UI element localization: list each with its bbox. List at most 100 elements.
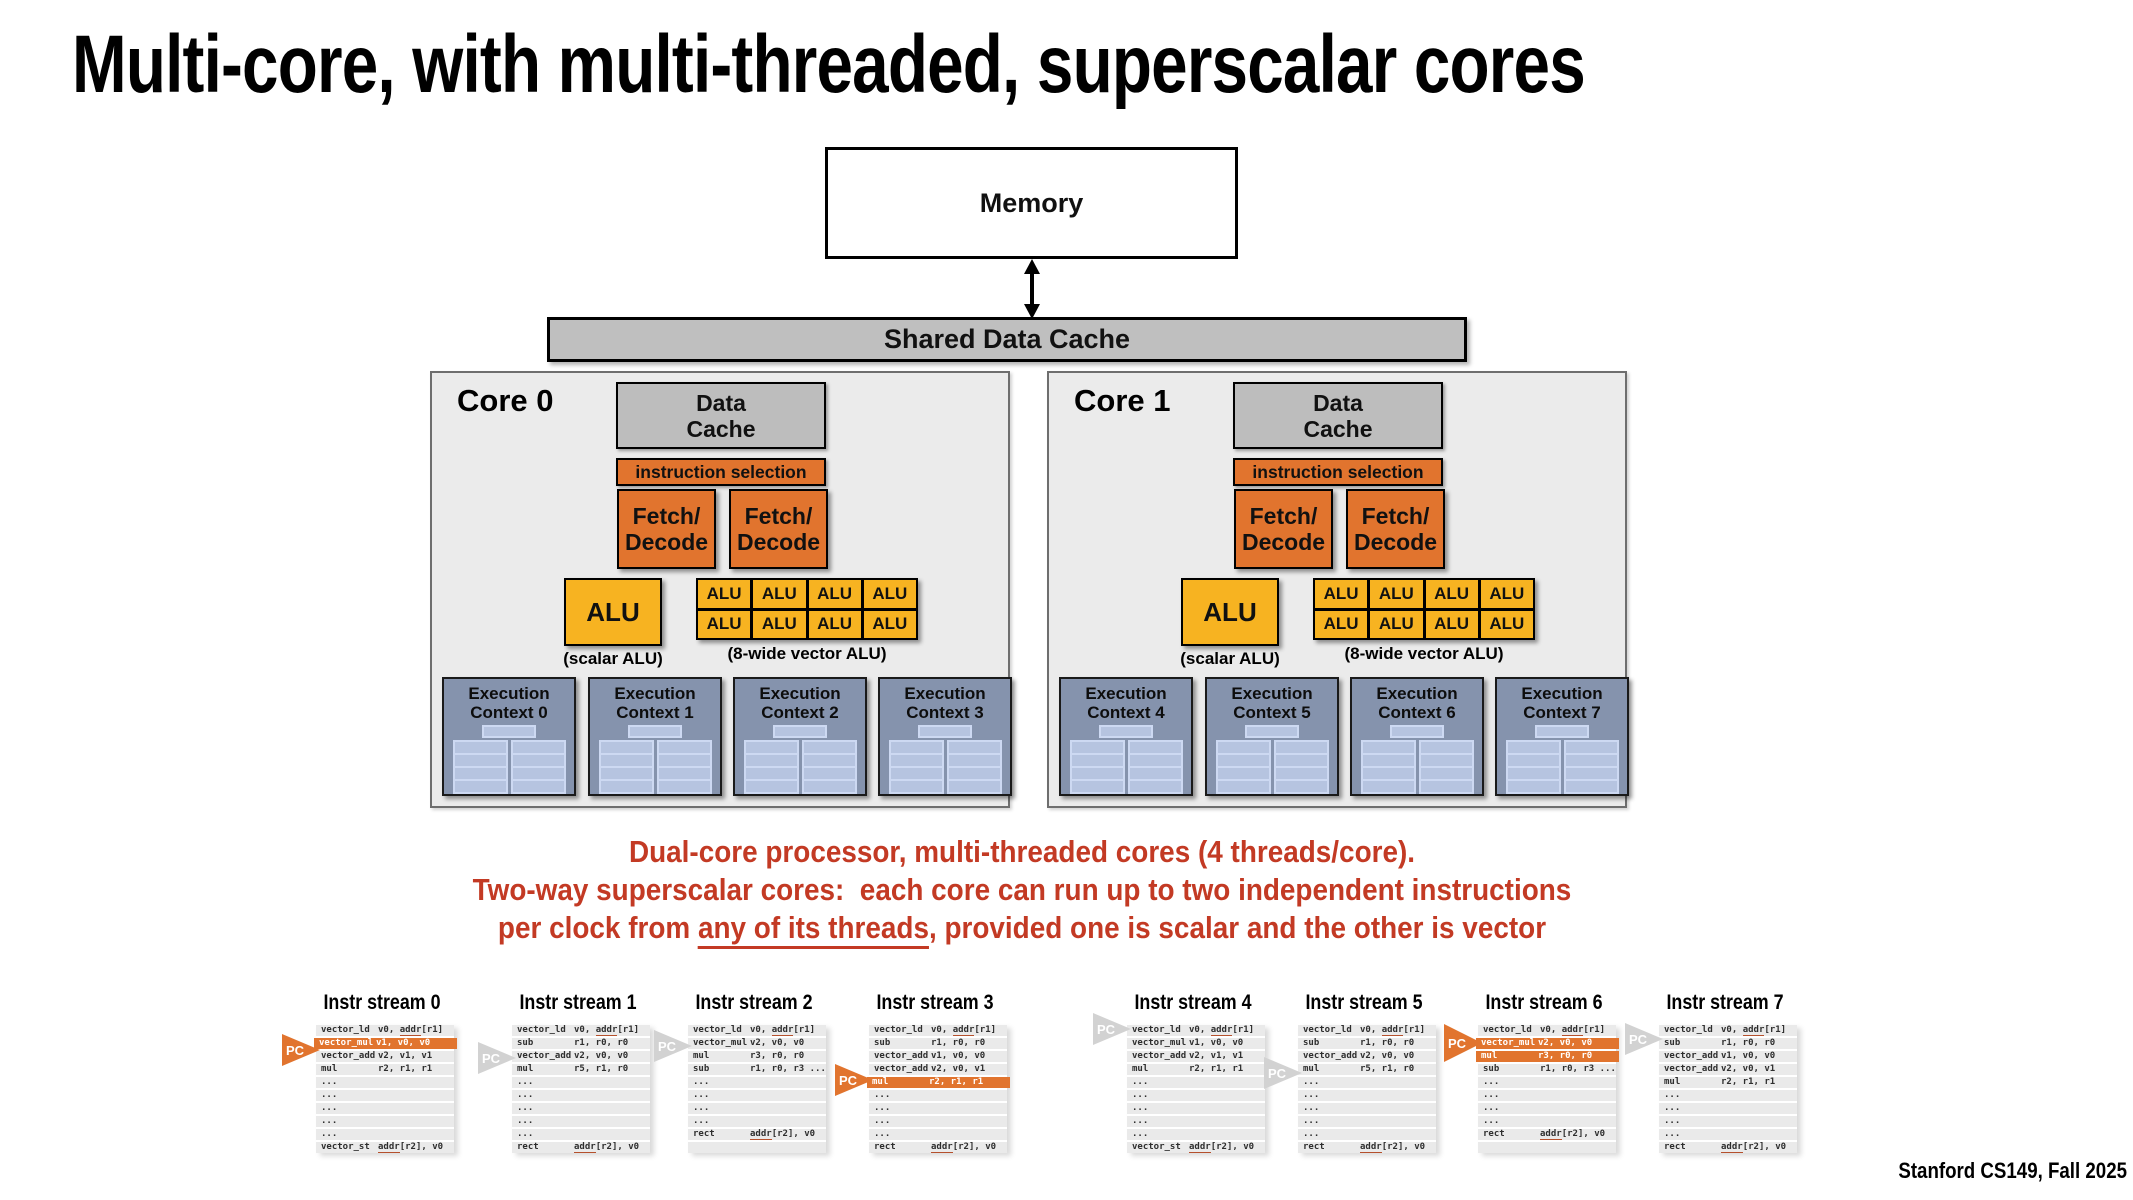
register-file-column [1360, 740, 1416, 794]
vector-alu-cell: ALU [808, 580, 861, 608]
instr-opcode: rect [517, 1142, 539, 1152]
fetch-decode-label-line: Fetch/ [632, 503, 701, 529]
caption-underlined-phrase: any of its threads [697, 910, 929, 949]
instr-row: ... [1659, 1103, 1797, 1114]
instr-row: rect addr[r2], v0 [512, 1142, 650, 1153]
instr-operands: v1, v0, v0 [1721, 1051, 1776, 1061]
register-file-column [743, 740, 799, 794]
instr-operands: v2, v0, v1 [1721, 1064, 1776, 1074]
instr-operands: addr[r2], v0 [574, 1142, 640, 1153]
instruction-selection-bar: instruction selection [1233, 458, 1443, 486]
instr-opcode: ... [1303, 1129, 1320, 1139]
instr-opcode: vector_add [1664, 1051, 1719, 1061]
pc-marker: PC [1093, 1013, 1131, 1045]
instr-row: ... [869, 1129, 1007, 1140]
instr-row: ... [512, 1090, 650, 1101]
instr-operands: v0, addr[r1] [931, 1025, 997, 1036]
instr-opcode: ... [1303, 1103, 1320, 1113]
instr-operands: v0, addr[r1] [1540, 1025, 1606, 1036]
instr-opcode: vector_add [517, 1051, 572, 1061]
instr-opcode: ... [321, 1090, 338, 1100]
instr-opcode: vector_ld [1132, 1025, 1181, 1035]
instr-opcode: vector_ld [517, 1025, 566, 1035]
instr-opcode: vector_ld [693, 1025, 742, 1035]
instr-row: ... [1127, 1090, 1265, 1101]
instr-opcode: ... [517, 1077, 534, 1087]
instr-operands: v0, addr[r1] [750, 1025, 816, 1036]
scalar-alu-box: ALU [1181, 578, 1279, 646]
instr-opcode: vector_st [321, 1142, 370, 1152]
instr-row: ... [688, 1077, 826, 1088]
instr-opcode: vector_ld [321, 1025, 370, 1035]
scalar-alu-caption: (scalar ALU) [1180, 649, 1280, 668]
instr-opcode: ... [1303, 1116, 1320, 1126]
instr-opcode: ... [321, 1129, 338, 1139]
shared-data-cache-bar: Shared Data Cache [547, 317, 1467, 362]
register-file-pair [1352, 740, 1482, 794]
instr-opcode: vector_add [874, 1064, 929, 1074]
instr-row: ... [1478, 1103, 1616, 1114]
instr-row: ... [512, 1077, 650, 1088]
instr-opcode: ... [693, 1116, 710, 1126]
instr-opcode: ... [1664, 1090, 1681, 1100]
instr-operands: addr[r2], v0 [750, 1129, 816, 1140]
instr-opcode: ... [517, 1129, 534, 1139]
instr-row: ... [1298, 1129, 1436, 1140]
instr-row: ... [1298, 1090, 1436, 1101]
instr-row: ... [316, 1129, 454, 1140]
register-file-column [510, 740, 566, 794]
register-file-pair [735, 740, 865, 794]
instr-opcode: vector_mul [319, 1038, 374, 1048]
fetch-decode-box: Fetch/Decode [1234, 489, 1333, 569]
instr-opcode: sub [1483, 1064, 1500, 1074]
instr-row [1478, 1142, 1616, 1153]
register-file-column [1215, 740, 1271, 794]
instr-row: ... [1659, 1116, 1797, 1127]
instr-opcode: vector_mul [1481, 1038, 1536, 1048]
instr-stream-header: Instr stream 1 [519, 991, 637, 1014]
vector-alu-caption: (8-wide vector ALU) [727, 644, 887, 663]
instr-opcode: vector_add [874, 1051, 929, 1061]
register-file-column [1127, 740, 1183, 794]
instr-opcode: ... [1483, 1103, 1500, 1113]
instr-operands: v2, v0, v0 [1538, 1038, 1593, 1048]
instr-opcode: sub [1303, 1038, 1320, 1048]
instr-row: ... [1298, 1103, 1436, 1114]
instr-stream-header: Instr stream 7 [1666, 991, 1784, 1014]
vector-alu-cell: ALU [753, 610, 806, 638]
instr-opcode: sub [517, 1038, 534, 1048]
vector-alu-cell: ALU [1370, 580, 1423, 608]
instr-opcode: mul [1481, 1051, 1498, 1061]
fetch-decode-label-line: Fetch/ [1361, 503, 1430, 529]
register-file-pair [880, 740, 1010, 794]
instr-operands: r1, r0, r0 [574, 1038, 629, 1048]
register-file-pair [1497, 740, 1627, 794]
fetch-decode-box: Fetch/Decode [729, 489, 828, 569]
register-file-column [1069, 740, 1125, 794]
register-file-small [1099, 725, 1153, 738]
instr-opcode: sub [693, 1064, 710, 1074]
